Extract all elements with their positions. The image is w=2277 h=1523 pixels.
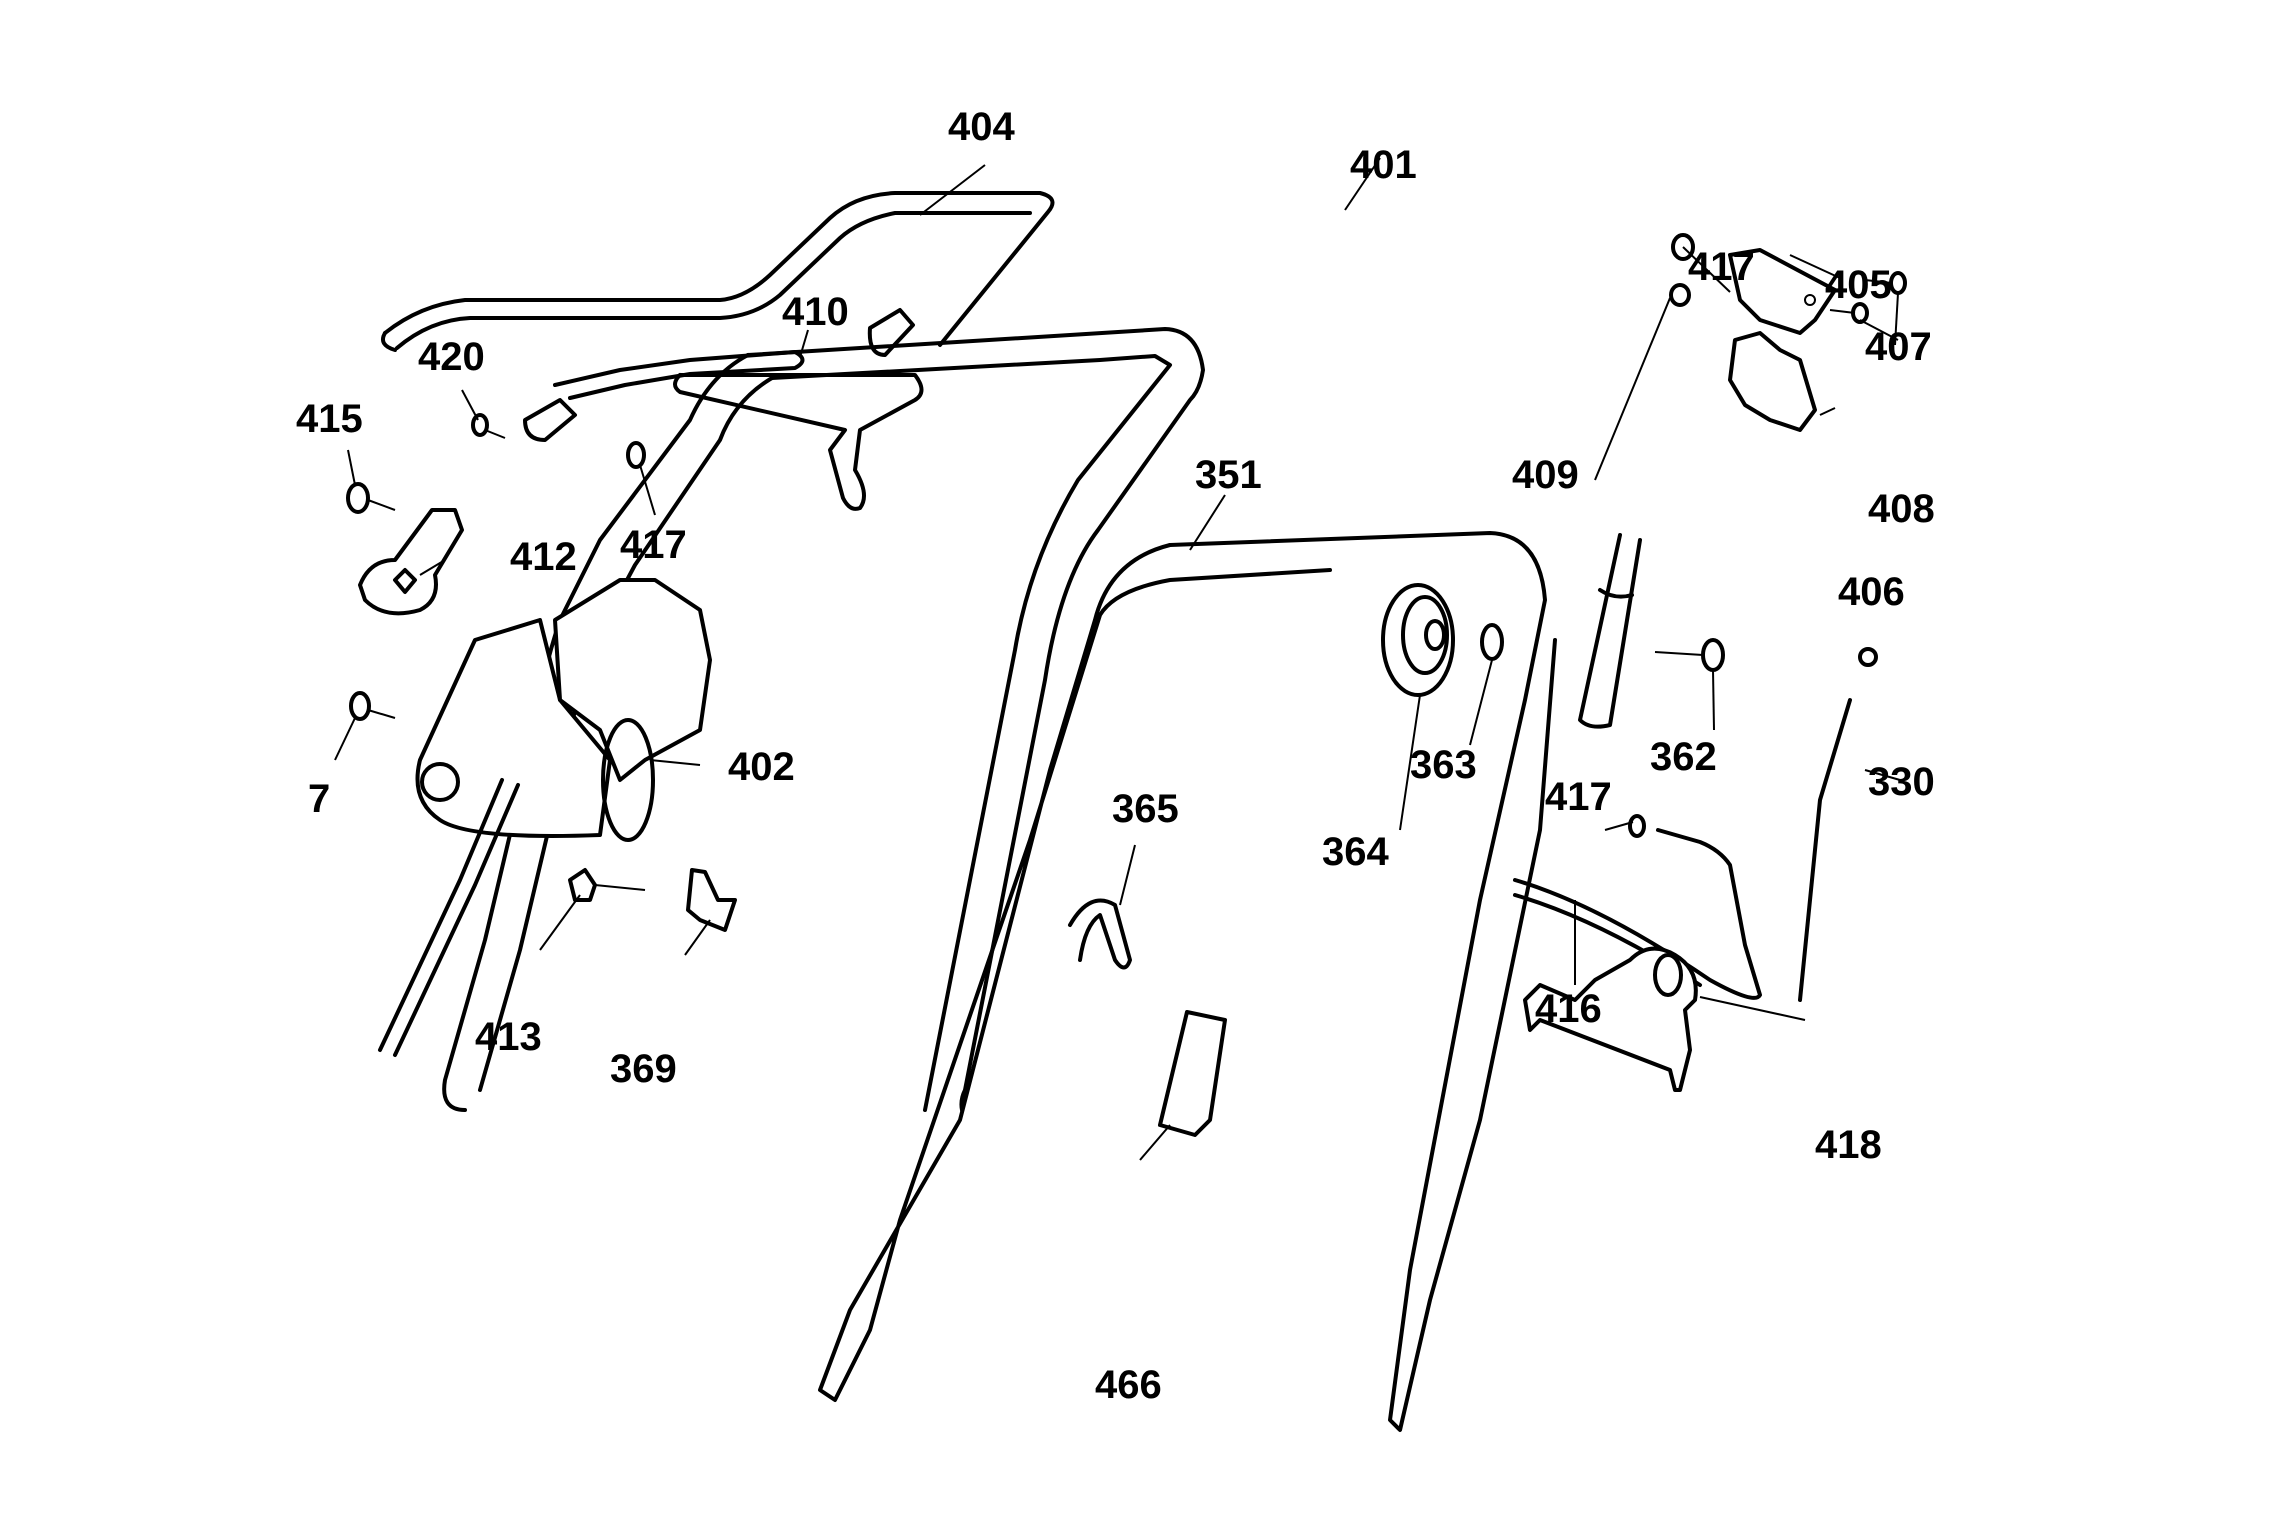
label-417-left: 417 xyxy=(620,523,687,567)
part-418-cable-guide xyxy=(1523,946,1698,1092)
part-408-screw xyxy=(1829,302,1869,324)
label-412: 412 xyxy=(510,535,577,579)
part-7-screw xyxy=(349,691,396,721)
label-363: 363 xyxy=(1410,743,1477,787)
label-365: 365 xyxy=(1112,787,1179,831)
label-408: 408 xyxy=(1868,487,1935,531)
label-402: 402 xyxy=(728,745,795,789)
label-410: 410 xyxy=(782,290,849,334)
label-407: 407 xyxy=(1865,325,1932,369)
label-369: 369 xyxy=(610,1047,677,1091)
label-420: 420 xyxy=(418,335,485,379)
part-404-upper-bail xyxy=(381,191,1055,357)
part-364-knob xyxy=(1381,583,1455,697)
label-466: 466 xyxy=(1095,1363,1162,1407)
label-405: 405 xyxy=(1825,263,1892,307)
part-351-lower-handle xyxy=(818,531,1557,1432)
part-412-lever xyxy=(358,508,464,616)
leader-lines xyxy=(334,157,1901,1161)
label-7: 7 xyxy=(308,777,330,821)
label-413: 413 xyxy=(475,1015,542,1059)
part-406-cover xyxy=(1728,331,1817,432)
part-420-pin xyxy=(471,413,506,439)
label-330: 330 xyxy=(1868,760,1935,804)
label-406: 406 xyxy=(1838,570,1905,614)
label-417-right: 417 xyxy=(1545,775,1612,819)
label-409: 409 xyxy=(1512,453,1579,497)
part-417-top-nut xyxy=(1671,233,1695,261)
label-351: 351 xyxy=(1195,453,1262,497)
callout-labels: 404 401 410 420 415 412 417 7 402 413 36… xyxy=(296,105,1935,1407)
part-330-cable xyxy=(1798,647,1878,1002)
label-416: 416 xyxy=(1535,987,1602,1031)
part-417-right-clip xyxy=(1628,814,1646,838)
label-362: 362 xyxy=(1650,735,1717,779)
label-417-top: 417 xyxy=(1688,245,1755,289)
part-362-bolt xyxy=(1654,638,1725,672)
part-402-switch-box xyxy=(378,578,712,1057)
part-413-bolt xyxy=(568,868,646,902)
part-upper-tube xyxy=(1578,533,1642,729)
label-404: 404 xyxy=(948,105,1015,149)
label-418: 418 xyxy=(1815,1123,1882,1167)
part-365-clip xyxy=(1068,898,1132,970)
part-369-clamp xyxy=(686,868,737,932)
part-466-sleeve xyxy=(1158,1010,1227,1137)
part-363-washer xyxy=(1480,623,1504,661)
part-415-screw xyxy=(346,482,396,514)
label-401: 401 xyxy=(1350,143,1417,187)
part-409-nut xyxy=(1669,283,1691,307)
part-405-bracket xyxy=(1728,248,1837,335)
label-364: 364 xyxy=(1322,830,1389,874)
part-417-left-clip xyxy=(626,441,646,469)
label-415: 415 xyxy=(296,397,363,441)
